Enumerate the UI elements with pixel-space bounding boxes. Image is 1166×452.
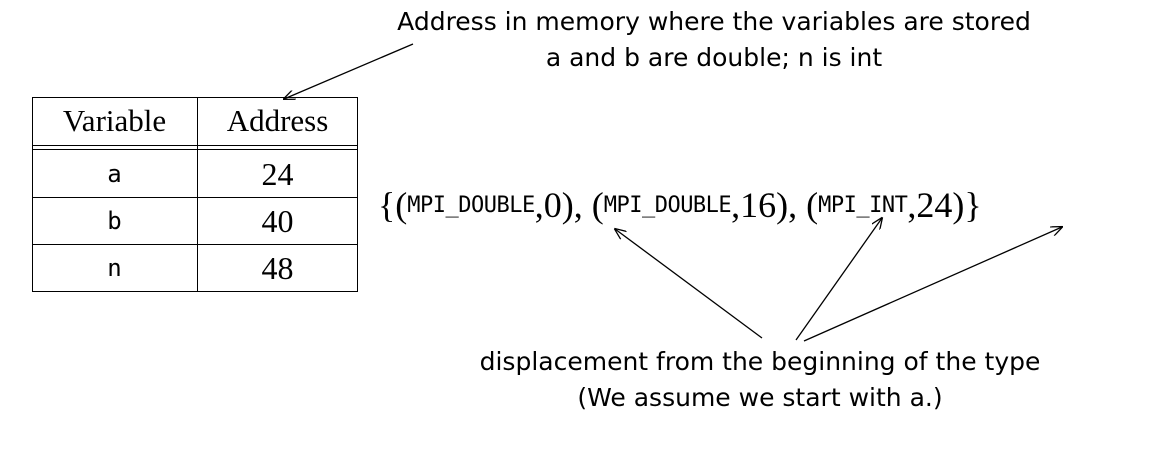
variable-address-table: Variable Address a 24 b 40 n 48 bbox=[32, 97, 358, 292]
header-address: Address bbox=[226, 103, 329, 138]
table-row-b-address: 40 bbox=[261, 202, 294, 239]
table-rule-middle bbox=[197, 97, 198, 292]
displacement-arrow-2 bbox=[795, 218, 882, 341]
header-variable: Variable bbox=[62, 103, 167, 138]
table-rule-header-2 bbox=[32, 149, 358, 150]
table-rule-row-1 bbox=[32, 197, 358, 198]
table-row-a-variable: a bbox=[107, 160, 122, 188]
type-map-sep-1: , bbox=[534, 185, 544, 225]
type-map-sep-3: , bbox=[907, 185, 917, 225]
table-row-n-address: 48 bbox=[261, 249, 294, 286]
type-map-type-1: MPI_DOUBLE bbox=[407, 192, 535, 218]
table-rule-top bbox=[32, 97, 358, 98]
type-map-close: )} bbox=[952, 185, 982, 225]
type-map-disp-3: 24 bbox=[916, 185, 953, 225]
address-arrow bbox=[284, 43, 414, 99]
displacement-caption: displacement from the beginning of the t… bbox=[462, 344, 1058, 416]
type-map-type-2: MPI_DOUBLE bbox=[603, 192, 732, 218]
address-caption-line-1: Address in memory where the variables ar… bbox=[397, 7, 1031, 36]
table-rule-right bbox=[357, 97, 358, 292]
table-rule-header-1 bbox=[32, 145, 358, 146]
type-map-disp-2: 16 bbox=[740, 185, 777, 225]
table-rule-row-2 bbox=[32, 244, 358, 245]
address-caption-line-2: a and b are double; n is int bbox=[545, 43, 883, 72]
type-map-mid-1: ), ( bbox=[561, 185, 604, 225]
table-row-n-variable: n bbox=[107, 254, 122, 282]
table-row-b-variable: b bbox=[107, 207, 122, 235]
address-caption: Address in memory where the variables ar… bbox=[385, 4, 1043, 76]
table-rule-left bbox=[32, 97, 33, 292]
type-map-open: {( bbox=[378, 185, 408, 225]
displacement-caption-line-1: displacement from the beginning of the t… bbox=[479, 347, 1041, 376]
displacement-arrow-1 bbox=[615, 229, 763, 339]
type-map-sep-2: , bbox=[731, 185, 741, 225]
displacement-arrow-3 bbox=[803, 227, 1062, 342]
type-map-disp-1: 0 bbox=[543, 185, 562, 225]
table-rule-bottom bbox=[32, 291, 358, 292]
type-map-expression: {( MPI_DOUBLE , 0 ), ( MPI_DOUBLE , 16 )… bbox=[378, 180, 982, 230]
table-row-a-address: 24 bbox=[261, 155, 294, 192]
type-map-type-3: MPI_INT bbox=[818, 192, 908, 218]
type-map-mid-2: ), ( bbox=[776, 185, 819, 225]
displacement-caption-line-2: (We assume we start with a.) bbox=[577, 383, 943, 412]
